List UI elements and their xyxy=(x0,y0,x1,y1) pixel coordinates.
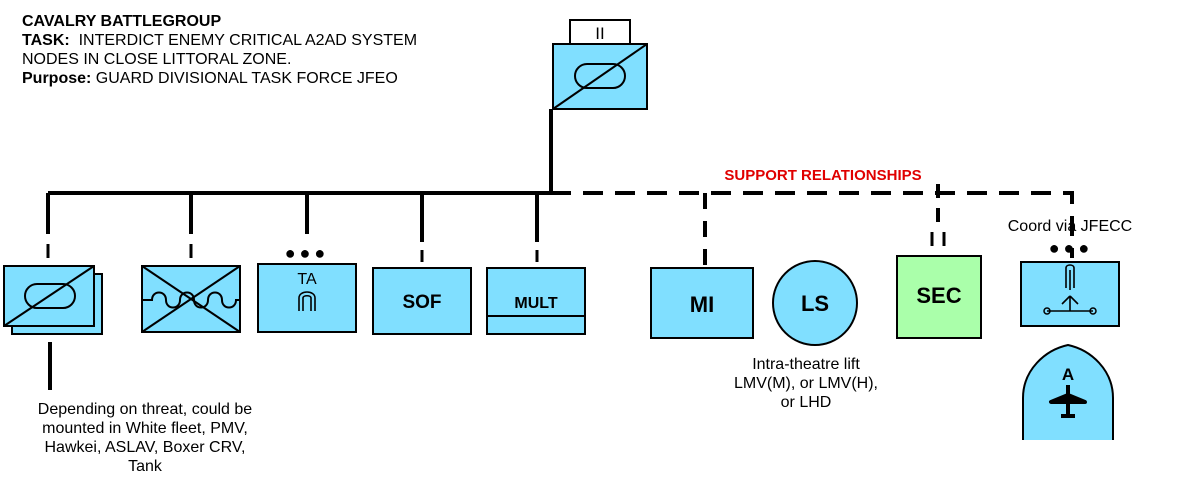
mult-label: MULT xyxy=(514,295,557,312)
hq-echelon-box xyxy=(569,19,631,45)
cav1-cavalry-slash xyxy=(3,265,95,327)
cavalry-note-line: Tank xyxy=(128,458,162,475)
ls-circle xyxy=(772,260,858,346)
unit-amphibious-infantry xyxy=(141,265,241,333)
ls-note-line: LMV(M), or LMV(H), xyxy=(734,375,878,392)
hq-armor-oval-icon xyxy=(574,63,626,89)
unit-mult: MULT xyxy=(486,267,586,335)
purpose-line: Purpose: GUARD DIVISIONAL TASK FORCE JFE… xyxy=(22,69,542,88)
mi-frame xyxy=(650,267,754,339)
unit-air: A xyxy=(1022,343,1114,440)
unit-ls: LS xyxy=(772,260,858,346)
jfecc-left-node xyxy=(1043,307,1051,315)
task-label: TASK: xyxy=(22,32,70,49)
unit-sof: SOF xyxy=(372,267,472,335)
sof-frame xyxy=(372,267,472,335)
mult-frame xyxy=(486,267,586,335)
cavalry-note: Depending on threat, could be mounted in… xyxy=(10,400,280,476)
ls-note-line: or LHD xyxy=(780,394,832,411)
hq-unit: II xyxy=(552,19,648,110)
cavalry-note-line: Hawkei, ASLAV, Boxer CRV, xyxy=(44,439,246,456)
jfecc-fires-icon xyxy=(1047,264,1093,312)
unit-mi: MI xyxy=(650,267,754,339)
unit-armored-cavalry xyxy=(3,265,103,335)
sec-frame xyxy=(896,255,982,339)
hq-echelon-label: II xyxy=(595,24,604,43)
task-line-1: TASK: INTERDICT ENEMY CRITICAL A2AD SYST… xyxy=(22,31,542,50)
purpose-label: Purpose: xyxy=(22,70,92,87)
unit-sec: SEC xyxy=(896,232,982,339)
ta-frame xyxy=(257,263,357,333)
diagram-header: CAVALRY BATTLEGROUP TASK: INTERDICT ENEM… xyxy=(22,12,542,88)
cav2-cross-2 xyxy=(141,265,241,333)
cavalry-note-line: mounted in White fleet, PMV, xyxy=(42,420,248,437)
sof-label: SOF xyxy=(402,292,441,313)
purpose-text: GUARD DIVISIONAL TASK FORCE JFEO xyxy=(95,70,398,87)
jfecc-echelon-dots: ●●● xyxy=(1049,238,1094,258)
diagram-title: CAVALRY BATTLEGROUP xyxy=(22,13,222,30)
unit-ta: ●●● TA xyxy=(257,243,357,333)
task-line-2: NODES IN CLOSE LITTORAL ZONE. xyxy=(22,51,292,68)
air-label: A xyxy=(1062,365,1074,384)
cav1-armor-oval-icon xyxy=(24,283,76,309)
ta-aviation-icon xyxy=(298,291,316,311)
support-relationships-label: SUPPORT RELATIONSHIPS xyxy=(724,167,921,184)
ta-echelon-dots: ●●● xyxy=(285,243,330,263)
air-aircraft-icon xyxy=(1049,385,1087,418)
support-dashed-line xyxy=(551,191,1074,258)
coord-note: Coord via JFECC xyxy=(1007,218,1133,235)
sec-label: SEC xyxy=(916,283,961,308)
mi-label: MI xyxy=(690,292,714,317)
hq-cavalry-slash xyxy=(552,43,648,110)
jfecc-right-node xyxy=(1089,307,1097,315)
ls-label: LS xyxy=(801,291,829,316)
cavalry-note-line: Depending on threat, could be xyxy=(37,401,253,418)
task-text: INTERDICT ENEMY CRITICAL A2AD SYSTEM xyxy=(78,32,418,49)
cav2-amphibious-wave-icon xyxy=(142,291,240,309)
unit-jfecc: ●●● xyxy=(1020,238,1120,327)
ls-note-line: Intra-theatre lift xyxy=(752,356,860,373)
ls-note: Intra-theatre lift LMV(M), or LMV(H), or… xyxy=(706,355,906,412)
ta-label: TA xyxy=(297,271,317,288)
